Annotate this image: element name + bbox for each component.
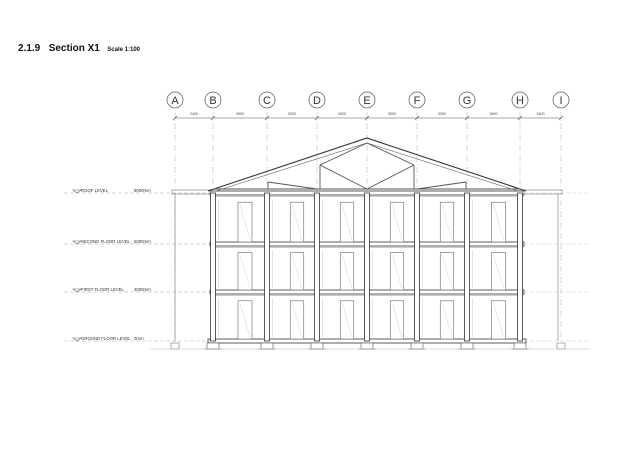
door-hatch xyxy=(442,302,452,338)
dimension-tick xyxy=(210,115,216,121)
column-footing xyxy=(513,342,527,350)
grid-label: I xyxy=(559,95,562,107)
level-name: FIRST FLOOR LEVEL xyxy=(81,287,125,292)
level-name: GROUND FLOOR LEVEL xyxy=(81,336,131,341)
grid-label: H xyxy=(516,95,524,107)
dimension-tick xyxy=(414,115,420,121)
door-hatch xyxy=(392,204,402,241)
truss-member xyxy=(366,142,415,166)
grid-label: F xyxy=(414,95,421,107)
grid-bubble xyxy=(308,91,326,109)
section-number: 2.1.9 xyxy=(18,43,41,54)
dimension-value: 3600 xyxy=(490,112,498,116)
level-name: SECOND FLOOR LEVEL xyxy=(81,239,131,244)
grid-bubble xyxy=(258,91,276,109)
dimension-value: 3000 xyxy=(438,112,446,116)
level-marker-icon xyxy=(72,240,82,245)
building-section xyxy=(150,137,590,350)
dimension-value: 2400 xyxy=(537,112,545,116)
grid-bubble xyxy=(166,91,184,109)
adjacent-parapet xyxy=(523,189,563,195)
dimension-tick xyxy=(517,115,523,121)
grid-label: D xyxy=(313,95,321,107)
grid-label: G xyxy=(463,95,472,107)
grid-bubble xyxy=(408,91,426,109)
adjacent-footing xyxy=(170,342,180,350)
grid-bubble xyxy=(511,91,529,109)
truss-member xyxy=(319,142,368,166)
dimension-value: 2400 xyxy=(190,112,198,116)
dimension-tick xyxy=(264,115,270,121)
column-footing xyxy=(206,342,220,350)
column xyxy=(210,192,216,342)
dimension-value: 3600 xyxy=(236,112,244,116)
door-hatch xyxy=(239,254,251,289)
column xyxy=(414,192,420,342)
truss-member xyxy=(267,181,318,190)
column-footing xyxy=(410,342,424,350)
door-hatch xyxy=(239,204,251,241)
dimension-tick xyxy=(314,115,320,121)
section-title: Section X1 xyxy=(48,43,100,54)
grid-label: C xyxy=(263,95,271,107)
dimension-tick xyxy=(558,115,564,121)
column-footing xyxy=(360,342,374,350)
level-name: ROOF LEVEL xyxy=(81,188,109,193)
door-hatch xyxy=(493,302,504,338)
dimension-value: 3000 xyxy=(338,112,346,116)
column xyxy=(517,192,523,342)
dimension-value: 3000 xyxy=(388,112,396,116)
column-footing xyxy=(460,342,474,350)
column xyxy=(364,192,370,342)
grid-label: E xyxy=(363,95,370,107)
level-marker-icon xyxy=(72,337,82,342)
level-value: 0mm xyxy=(134,336,144,341)
column xyxy=(264,192,270,342)
truss-member xyxy=(319,164,368,190)
grid-bubble xyxy=(358,91,376,109)
dimension-tick xyxy=(364,115,370,121)
column xyxy=(464,192,470,342)
door-hatch xyxy=(493,254,504,289)
door-hatch xyxy=(442,204,452,241)
door-hatch xyxy=(392,254,402,289)
drawing-heading: 2.1.9 Section X1 Scale 1:100 xyxy=(18,38,140,56)
roof-outline xyxy=(207,137,527,192)
column-footing xyxy=(260,342,274,350)
grid-bubble xyxy=(552,91,570,109)
dimension-tick xyxy=(464,115,470,121)
door-hatch xyxy=(442,254,452,289)
door-hatch xyxy=(292,254,302,289)
grid-bubble xyxy=(458,91,476,109)
grid-label: B xyxy=(209,95,216,107)
adjacent-footing xyxy=(556,342,566,350)
level-marker-icon xyxy=(72,288,82,293)
level-value: 6000mm xyxy=(134,239,151,244)
dimension-value: 3000 xyxy=(288,112,296,116)
truss-member xyxy=(416,181,467,190)
dimension-tick xyxy=(172,115,178,121)
door-hatch xyxy=(292,204,302,241)
door-hatch xyxy=(292,302,302,338)
door-hatch xyxy=(342,204,352,241)
level-value: 3000mm xyxy=(134,287,151,292)
grid-bubble xyxy=(204,91,222,109)
door-hatch xyxy=(342,302,352,338)
door-hatch xyxy=(493,204,504,241)
scale-note: Scale 1:100 xyxy=(107,47,140,53)
column xyxy=(314,192,320,342)
grid-label: A xyxy=(171,95,179,107)
adjacent-parapet xyxy=(171,189,211,195)
door-hatch xyxy=(342,254,352,289)
level-marker-icon xyxy=(72,189,82,194)
level-value: 9000mm xyxy=(134,188,151,193)
door-hatch xyxy=(239,302,251,338)
truss-member xyxy=(366,164,415,190)
column-footing xyxy=(310,342,324,350)
door-hatch xyxy=(392,302,402,338)
